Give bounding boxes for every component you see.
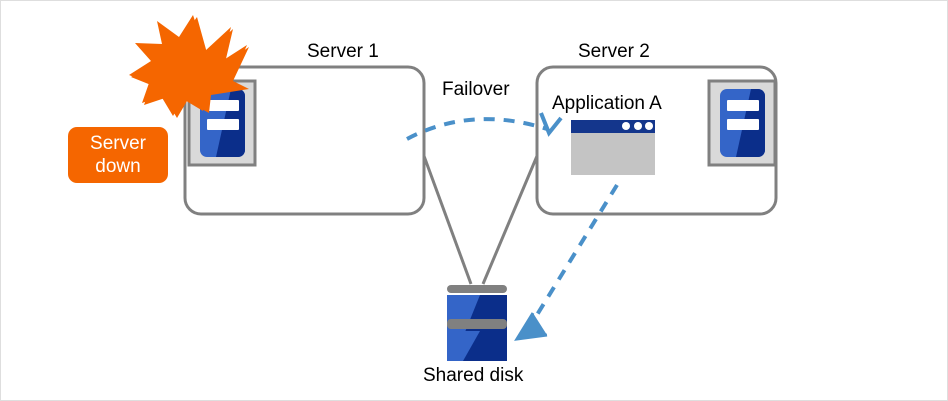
server2-title: Server 2 (578, 41, 650, 62)
server-down-badge: Server down (68, 127, 168, 183)
failover-annotation-label: Failover (442, 79, 510, 100)
lightning-burst-icon (129, 15, 249, 118)
disk-access-dashed-arrow-icon (514, 183, 619, 341)
shared-disk-label: Shared disk (423, 365, 524, 386)
disk-stack-icon (447, 285, 507, 361)
server-down-badge-line1: Server (90, 133, 146, 154)
server2-tower-icon (707, 79, 777, 167)
connector-lines (422, 155, 539, 285)
link-server1-disk (422, 155, 473, 285)
server1-title: Server 1 (307, 41, 379, 62)
application-a-label: Application A (552, 93, 662, 114)
link-server2-disk (481, 155, 539, 285)
server1-tower-icon (187, 79, 257, 167)
application-window-icon (571, 120, 655, 175)
failover-dashed-arrow-icon (406, 112, 563, 141)
server-down-badge-line2: down (95, 156, 141, 177)
